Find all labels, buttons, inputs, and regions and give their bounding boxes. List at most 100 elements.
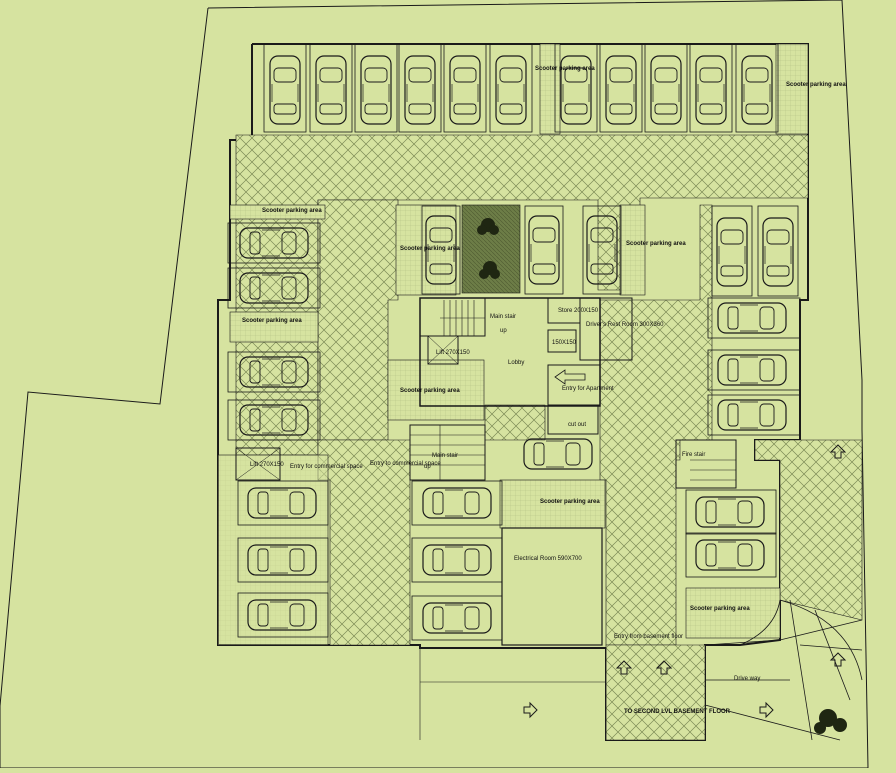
arrow-icon: [655, 660, 673, 675]
label-scooter-top-right: Scooter parking area: [786, 82, 846, 88]
car-icon: [762, 217, 794, 287]
entry-area: [419, 648, 607, 740]
core-rooms: [235, 297, 737, 646]
car-icon: [239, 227, 309, 259]
label-lobby: Lobby: [508, 360, 524, 366]
label-drivers-rest-room: Driver's Rest Room 300X360: [586, 322, 664, 328]
label-drive-way: Drive way: [734, 676, 760, 682]
planter-bed: [461, 204, 521, 294]
car-icon: [425, 215, 457, 285]
main-stair-2: [409, 424, 486, 481]
parking-bay: [227, 399, 321, 441]
arrow-icon: [554, 369, 586, 385]
parking-bay: [227, 267, 321, 309]
label-main-stair-2: Main stair: [432, 453, 458, 459]
car-icon: [650, 55, 682, 125]
parking-bay: [707, 394, 801, 436]
label-up: up: [500, 328, 507, 334]
car-icon: [717, 399, 787, 431]
car-icon: [495, 55, 527, 125]
tree-icon: [477, 218, 500, 279]
car-icon: [695, 55, 727, 125]
arrow-icon: [829, 444, 847, 459]
label-fire-stair: Fire stair: [682, 452, 705, 458]
car-icon: [695, 539, 765, 571]
label-scooter-bottom-right: Scooter parking area: [690, 606, 750, 612]
lift-shaft: [427, 335, 459, 365]
parking-bay: [711, 205, 753, 297]
label-scooter-top-mid-a: Scooter parking area: [400, 246, 460, 252]
car-icon: [422, 544, 492, 576]
label-scooter-mid-left: Scooter parking area: [242, 318, 302, 324]
parking-bay: [707, 297, 801, 339]
labels: Scooter parking area Scooter parking are…: [242, 66, 846, 715]
car-icon: [523, 438, 593, 470]
parking-bay: [644, 43, 688, 133]
car-icon: [716, 217, 748, 287]
parking-bay: [707, 349, 801, 391]
parking-bay: [237, 480, 329, 526]
car-icon: [717, 354, 787, 386]
parking-bay: [685, 532, 777, 578]
car-icon: [315, 55, 347, 125]
label-lift-small: 150X150: [552, 340, 577, 346]
parking-bay: [227, 351, 321, 393]
parking-bay: [735, 43, 779, 133]
label-electrical-room: Electrical Room 590X700: [514, 556, 582, 562]
parking-bay: [227, 222, 321, 264]
car-icon: [239, 272, 309, 304]
parking-bay: [599, 43, 643, 133]
driveway-paving: [235, 134, 863, 741]
car-icon: [741, 55, 773, 125]
parking-bay: [411, 537, 503, 583]
parking-bay: [689, 43, 733, 133]
label-lift-2: Lift 270X150: [250, 462, 284, 468]
car-icon: [695, 496, 765, 528]
label-scooter-top-mid-b: Scooter parking area: [626, 241, 686, 247]
parking-bay: [524, 205, 564, 295]
car-icon: [360, 55, 392, 125]
label-cut-out: cut out: [568, 422, 586, 428]
label-store: Store 200X150: [558, 308, 599, 314]
car-icon: [586, 215, 618, 285]
parking-bay: [411, 595, 503, 641]
commercial-lift: [235, 447, 281, 481]
electrical-room: [501, 527, 603, 646]
car-icon: [247, 487, 317, 519]
lift-shaft-small: [547, 329, 577, 353]
car-icon: [422, 602, 492, 634]
parking-bay: [263, 43, 307, 133]
label-entry-commercial-side: Entry to commercial space: [370, 461, 441, 467]
label-entry-commercial: Entry for commercial space: [290, 464, 363, 470]
parking-bay: [554, 43, 598, 133]
label-main-stair: Main stair: [490, 314, 516, 320]
cut-out: [547, 405, 599, 435]
stair-treads: [440, 300, 485, 336]
label-scooter-top-mid-c: Scooter parking area: [535, 66, 595, 72]
car-icon: [605, 55, 637, 125]
label-scooter-lobby: Scooter parking area: [400, 388, 460, 394]
label-scooter-top-left: Scooter parking area: [262, 208, 322, 214]
parking-bay: [237, 592, 329, 638]
label-scooter-center: Scooter parking area: [540, 499, 600, 505]
shrub-icon: [814, 709, 847, 734]
drive-way-ramp: [704, 599, 863, 741]
label-entry-basement: Entry from basement floor: [614, 634, 683, 640]
car-icon: [449, 55, 481, 125]
arrow-icon: [615, 660, 633, 675]
parking-bay: [757, 205, 799, 297]
parking-bay: [354, 43, 398, 133]
car-icon: [239, 404, 309, 436]
arrow-icon: [759, 701, 774, 719]
parking-bay: [582, 205, 622, 295]
label-up-2: up: [424, 464, 431, 470]
car-icon: [422, 487, 492, 519]
label-entry-apartment: Entry for Apartment: [562, 386, 614, 392]
car-icon: [560, 55, 592, 125]
parking-bay: [411, 480, 503, 526]
car-icon: [528, 215, 560, 285]
drivers-rest-room: [579, 297, 633, 361]
car-icon: [404, 55, 436, 125]
